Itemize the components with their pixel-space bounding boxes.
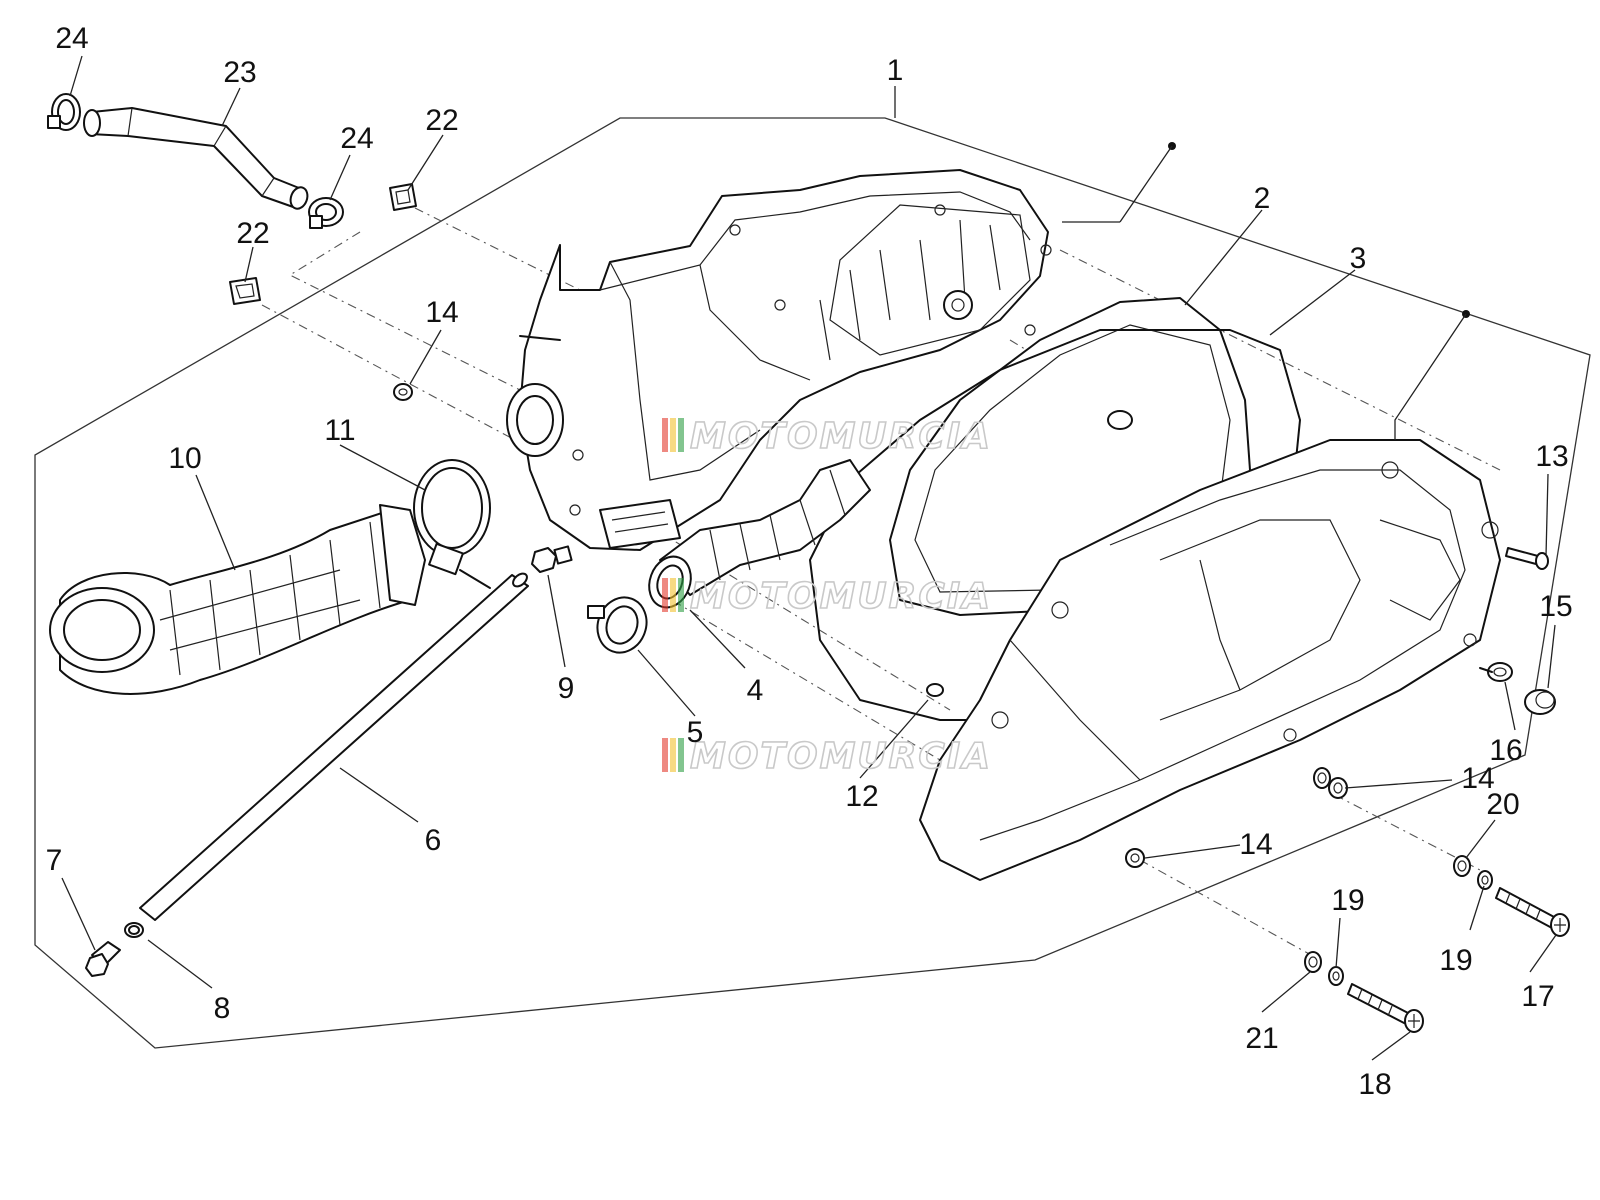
air-filter-cover (919, 439, 1501, 881)
callout-2: 2 (1254, 182, 1271, 215)
drain-plug (85, 941, 121, 977)
cover-screw-small (1505, 547, 1549, 570)
drain-nut (531, 545, 573, 573)
callout-10: 10 (168, 442, 201, 475)
callout-4: 4 (747, 674, 764, 707)
leader-lines (61, 55, 1557, 1061)
callout-7: 7 (46, 844, 63, 877)
callout-1: 1 (887, 54, 904, 87)
washer-14-lower (1125, 848, 1145, 868)
callout-12: 12 (845, 780, 878, 813)
callout-5: 5 (687, 716, 704, 749)
spring-clip-lower (229, 277, 261, 305)
drain-clamp (124, 922, 144, 938)
callout-24-lower: 24 (340, 122, 373, 155)
watermark-text: MOTOMURCIA (690, 416, 992, 457)
callout-6: 6 (425, 824, 442, 857)
watermark-upper: MOTOMURCIA (662, 415, 992, 458)
washer-20 (1453, 855, 1471, 877)
lock-washer-19-right (1477, 870, 1493, 890)
callout-20: 20 (1486, 788, 1519, 821)
callout-19-right: 19 (1439, 944, 1472, 977)
callout-18: 18 (1358, 1068, 1391, 1101)
intake-tube (648, 459, 871, 609)
callout-21: 21 (1245, 1022, 1278, 1055)
grommet (926, 683, 944, 697)
callout-15: 15 (1539, 590, 1572, 623)
washer-21 (1304, 951, 1322, 973)
callout-24-upper: 24 (55, 22, 88, 55)
watermark-text: MOTOMURCIA (690, 736, 992, 777)
callout-14-middle: 14 (1461, 762, 1494, 795)
watermark-text: MOTOMURCIA (690, 576, 992, 617)
callout-14-upper: 14 (425, 296, 458, 329)
hose-clamp-upper (47, 93, 81, 131)
assembly-boundary (34, 117, 1591, 1049)
callout-23: 23 (223, 56, 256, 89)
drain-tube (139, 572, 529, 921)
watermark-middle: MOTOMURCIA (662, 575, 992, 618)
spring-clip-upper (389, 183, 417, 211)
callout-14-lower: 14 (1239, 828, 1272, 861)
callouts: 1 2 3 4 5 6 7 8 9 10 11 12 13 14 14 14 1… (46, 22, 1573, 1101)
callout-11: 11 (324, 414, 355, 447)
air-filter-housing (506, 169, 1052, 551)
cover-screw-long-left (1347, 983, 1424, 1033)
cover-screw-long-right (1495, 887, 1570, 937)
washer-pair-14 (1313, 767, 1348, 799)
callout-22-lower: 22 (236, 217, 269, 250)
callout-8: 8 (214, 992, 231, 1025)
sleeve (1524, 689, 1556, 715)
callout-13: 13 (1535, 440, 1568, 473)
clip-ring (1479, 662, 1513, 682)
watermark-lower: MOTOMURCIA (662, 735, 992, 778)
callout-9: 9 (558, 672, 575, 705)
callout-16: 16 (1489, 734, 1522, 767)
callout-19-left: 19 (1331, 884, 1364, 917)
washer-14-upper (393, 383, 413, 401)
callout-17: 17 (1521, 980, 1554, 1013)
breather-hose (83, 107, 309, 210)
intake-clamp (587, 596, 648, 654)
lock-washer-19-left (1328, 966, 1344, 986)
intake-duct (49, 504, 426, 695)
duct-clamp (413, 459, 491, 589)
callout-3: 3 (1350, 242, 1367, 275)
callout-22-upper: 22 (425, 104, 458, 137)
hose-clamp-lower (308, 197, 344, 229)
